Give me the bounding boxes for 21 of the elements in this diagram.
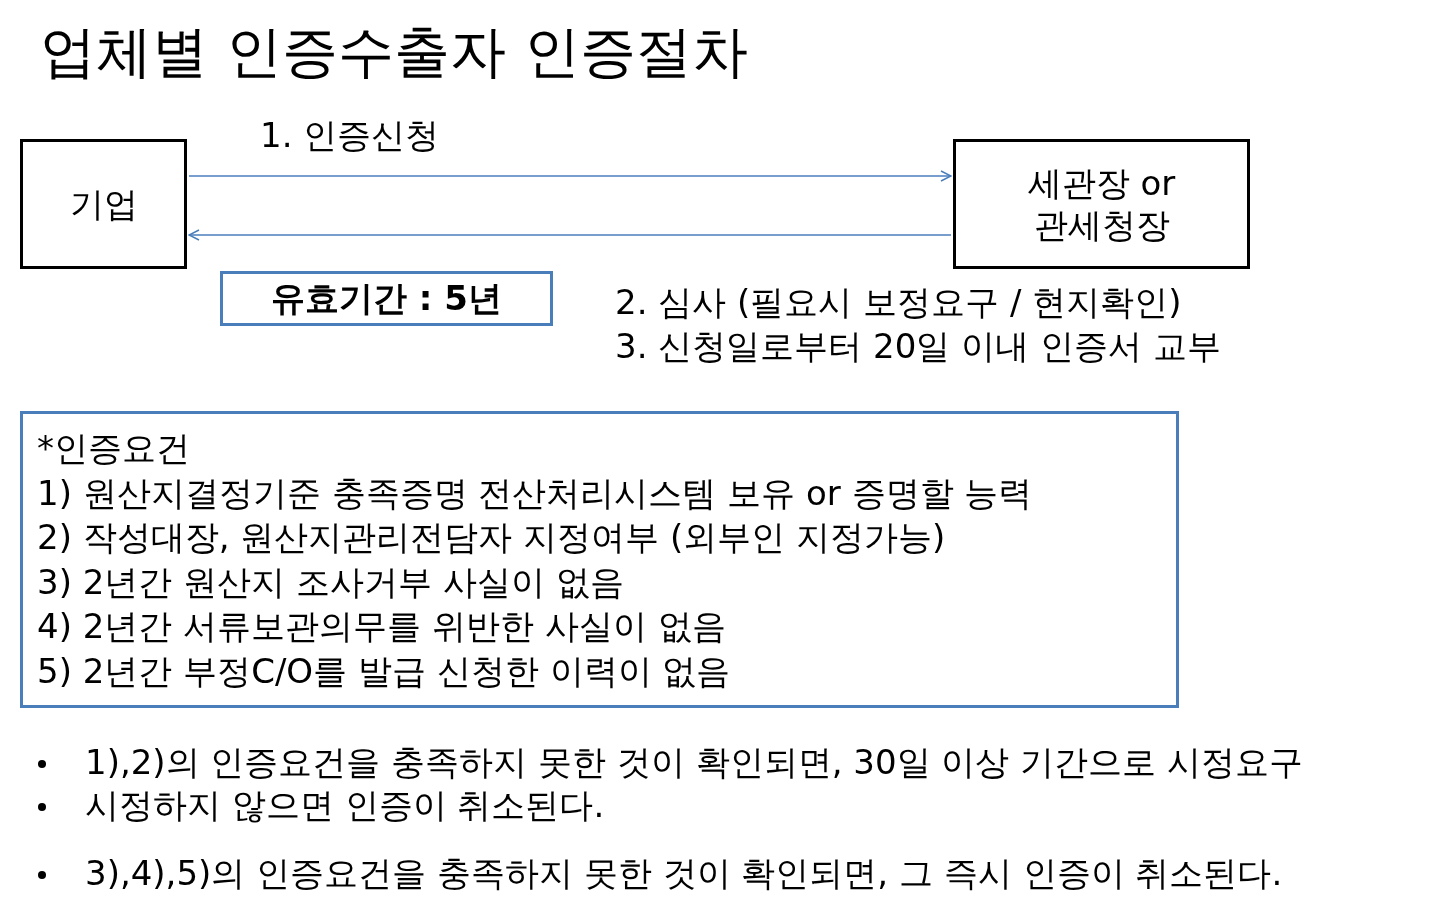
step-note: 2. 심사 (필요시 보정요구 / 현지확인) — [615, 281, 1182, 324]
requirements-box — [20, 411, 1179, 708]
arrow — [188, 229, 952, 241]
arrow — [188, 170, 952, 182]
process-box — [953, 139, 1250, 269]
list-item: 4) 2년간 서류보관의무를 위반한 사실이 없음 — [37, 605, 726, 648]
list-item: 5) 2년간 부정C/O를 발급 신청한 이력이 없음 — [37, 649, 731, 693]
box-label: 세관장 or 관세청장 — [1026, 162, 1177, 246]
list-item: 2) 작성대장, 원산지관리전담자 지정여부 (외부인 지정가능) — [37, 516, 946, 559]
step-note: 3. 신청일로부터 20일 이내 인증서 교부 — [615, 325, 1221, 368]
title: 업체별 인증수출자 인증절차 — [40, 18, 748, 86]
list-item: 1) 원산지결정기준 충족증명 전산처리시스템 보유 or 증명할 능력 — [37, 471, 1033, 515]
bullet-note: 시정하지 않으면 인증이 취소된다. — [85, 784, 605, 827]
list-heading: *인증요건 — [37, 427, 190, 470]
box-label: 기업 — [68, 183, 139, 225]
list-item: 3) 2년간 원산지 조사거부 사실이 없음 — [37, 560, 624, 604]
process-box — [20, 139, 187, 269]
validity-box — [220, 271, 553, 326]
bullet-note: 1),2)의 인증요건을 충족하지 못한 것이 확인되면, 30일 이상 기간으로 시정요구 — [85, 741, 1303, 784]
box-label: 유효기간 : 5년 — [271, 276, 502, 320]
bullet-note: 3),4),5)의 인증요건을 충족하지 못한 것이 확인되면, 그 즉시 인증이 취소된다. — [85, 852, 1283, 895]
